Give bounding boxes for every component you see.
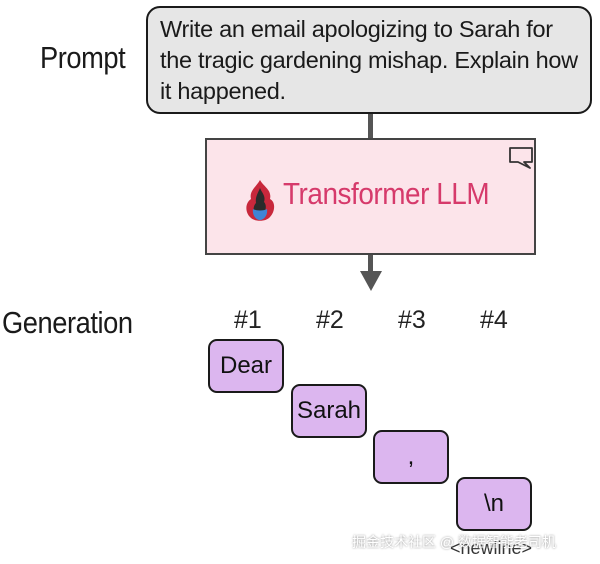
prompt-box: Write an email apologizing to Sarah for … [146,6,592,114]
token-2: Sarah [291,384,367,438]
speech-bubble-icon [509,147,533,169]
output-connector-line [368,255,373,273]
position-label-4: #4 [480,306,508,334]
token-4: \n [456,477,532,531]
position-label-3: #3 [398,306,426,334]
flame-icon [246,180,275,221]
token-1: Dear [208,339,284,393]
connector-line [368,114,373,138]
position-label-1: #1 [234,306,262,334]
prompt-label: Prompt [40,40,126,75]
newline-note: <newline> [450,538,533,558]
transformer-llm-box: Transformer LLM [205,138,536,255]
position-label-2: #2 [316,306,344,334]
generation-label: Generation [2,305,133,340]
llm-title: Transformer LLM [283,176,490,211]
watermark: 掘金技术社区 @ 数据智能老司机 [352,534,556,550]
down-arrow-icon [359,271,382,291]
token-3: , [373,430,449,484]
